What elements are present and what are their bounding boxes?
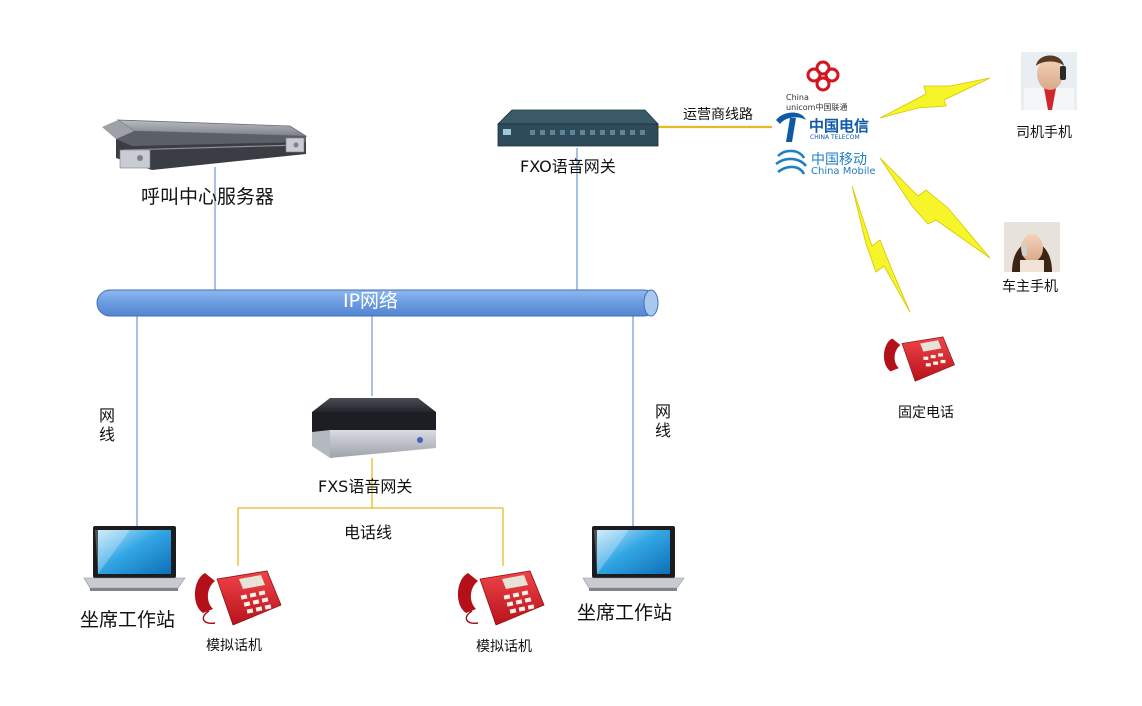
owner-photo: [1004, 222, 1060, 272]
lightning-to-landline: [851, 185, 911, 313]
unicom-text-line1: China: [786, 93, 809, 102]
owner-phone-label: 车主手机: [1002, 279, 1058, 295]
unicom-text-line2: unicom中国联通: [786, 103, 848, 112]
driver-phone-label: 司机手机: [1016, 125, 1072, 141]
china-telecom-logo: [776, 112, 806, 142]
net-cable-right-char-1: 网: [654, 402, 671, 421]
analog-phone-left-label: 模拟话机: [206, 638, 262, 654]
telecom-text-cn: 中国电信: [809, 117, 870, 135]
lightning-to-owner: [879, 157, 991, 259]
telecom-text-en: CHINA TELECOM: [810, 134, 860, 141]
china-mobile-logo: [775, 149, 808, 175]
fxo-gateway: [497, 109, 659, 147]
ip-network-label: IP网络: [343, 290, 399, 312]
landline-phone: [883, 336, 955, 382]
call-center-server-label: 呼叫中心服务器: [141, 186, 275, 208]
analog-phone-left: [194, 570, 282, 626]
net-cable-left-label: 网 线: [98, 406, 116, 444]
landline-label: 固定电话: [898, 405, 954, 421]
agent-workstation-right-label: 坐席工作站: [577, 602, 673, 624]
mobile-text-cn: 中国移动: [811, 152, 867, 168]
fxs-gateway-label: FXS语音网关: [318, 477, 413, 496]
carrier-line-label: 运营商线路: [683, 107, 753, 123]
agent-workstation-left-label: 坐席工作站: [80, 609, 176, 631]
net-cable-right-char-2: 线: [654, 421, 671, 441]
lightning-to-driver: [879, 77, 991, 119]
phone-wires: [237, 458, 504, 566]
net-cable-left-char-2: 线: [98, 425, 115, 445]
net-cable-right-label: 网 线: [654, 402, 672, 440]
connection-lines: [136, 148, 634, 545]
ip-network-bar: [96, 289, 659, 317]
fxs-gateway: [312, 398, 436, 458]
net-cable-left-char-1: 网: [98, 406, 115, 425]
fxo-gateway-label: FXO语音网关: [520, 157, 616, 176]
call-center-server: [102, 119, 308, 170]
analog-phone-right-label: 模拟话机: [476, 639, 532, 655]
laptop-left: [83, 526, 186, 591]
wireless-lightning: [851, 77, 991, 313]
mobile-text-en: China Mobile: [811, 166, 876, 177]
phone-line-label: 电话线: [344, 523, 393, 542]
china-unicom-logo: [806, 60, 840, 92]
laptop-right: [582, 526, 685, 591]
driver-photo: [1021, 52, 1077, 110]
analog-phone-right: [457, 570, 545, 626]
